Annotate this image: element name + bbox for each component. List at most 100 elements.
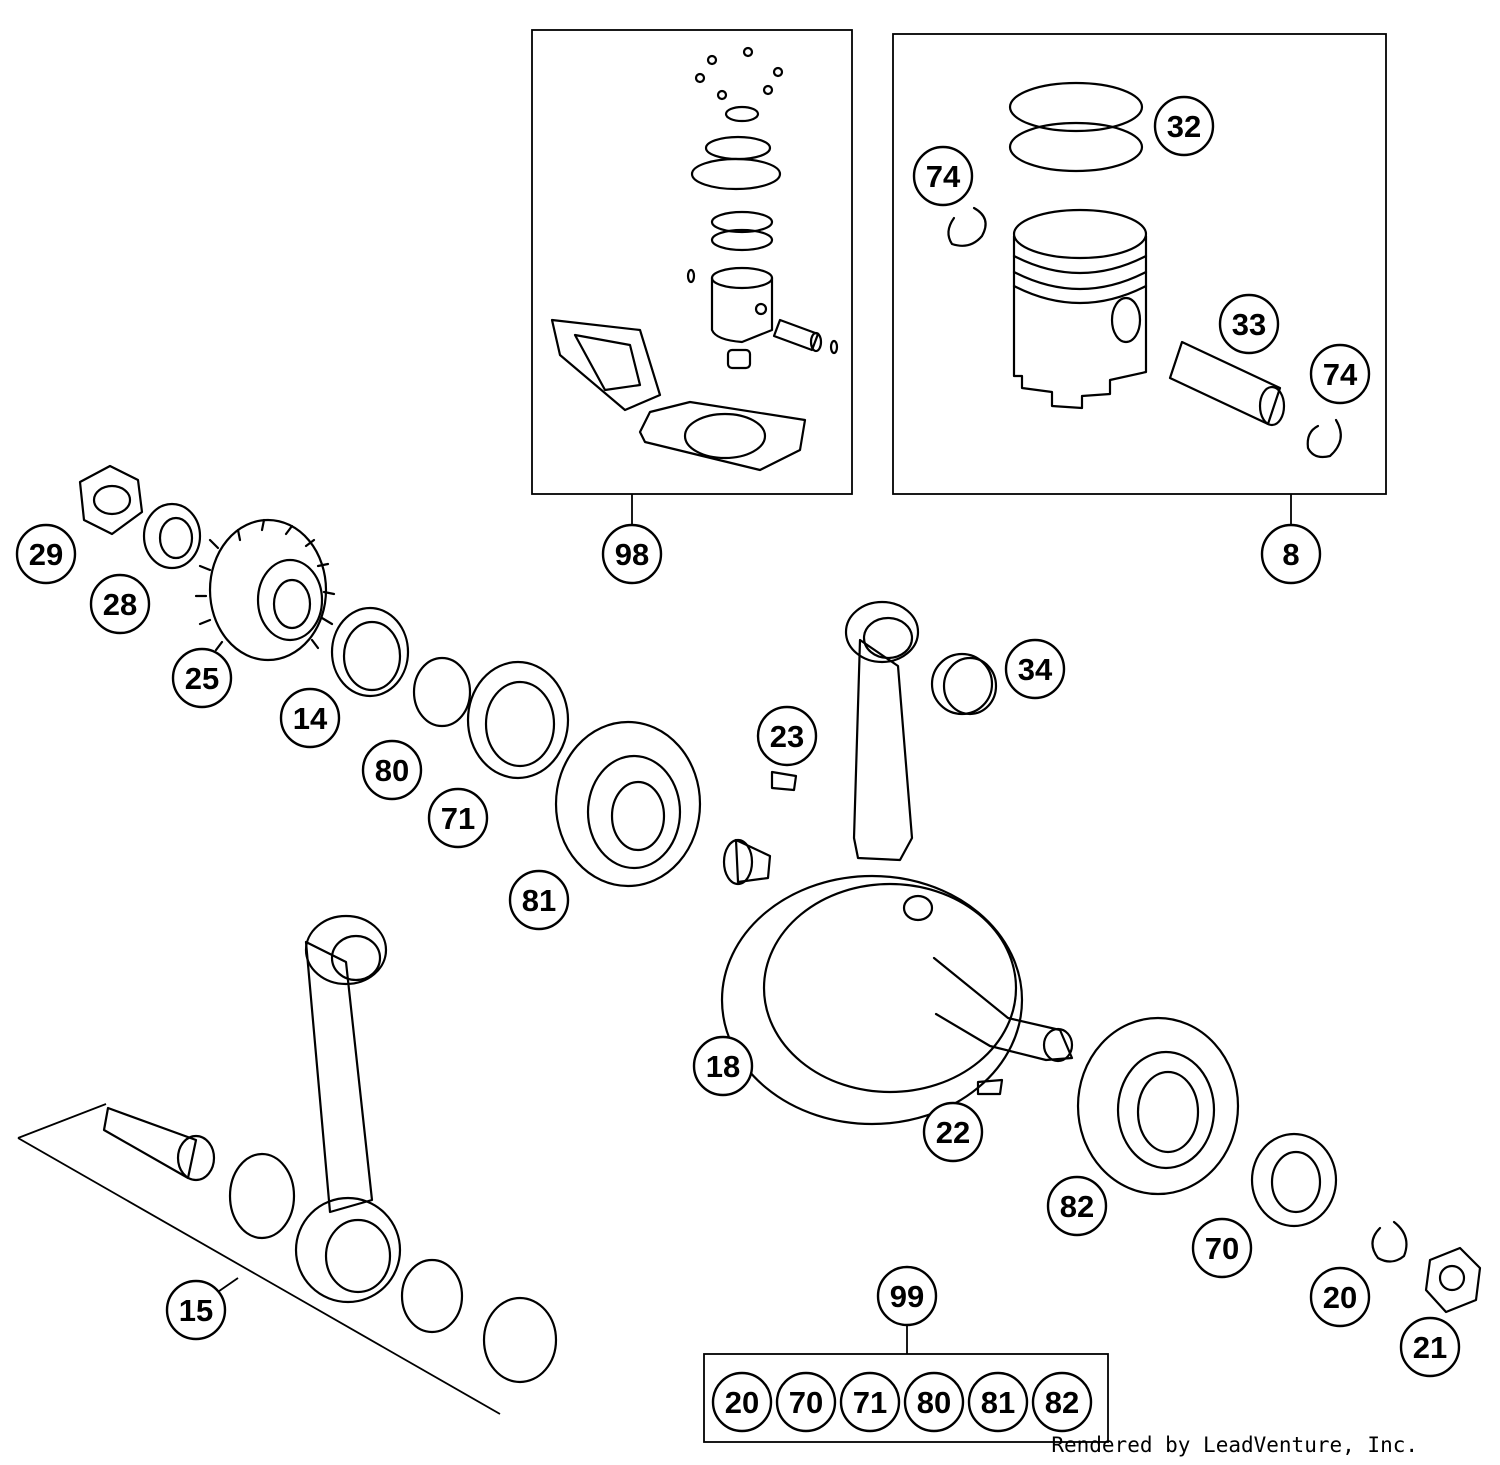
- callout-28[interactable]: 28: [89, 573, 151, 635]
- callout-74a[interactable]: 74: [912, 145, 974, 207]
- callout-label: 98: [615, 537, 649, 572]
- callout-label: 22: [936, 1115, 970, 1150]
- callout-ring: [601, 523, 663, 585]
- callout-ring: [89, 573, 151, 635]
- callout-80[interactable]: 80: [361, 739, 423, 801]
- shaft-seal-71: [466, 660, 570, 780]
- shaft-seal-70: [1250, 1132, 1338, 1228]
- callout-label: 81: [522, 883, 556, 918]
- callout-label: 20: [1323, 1280, 1357, 1315]
- lock-washer-20: [1371, 1220, 1408, 1263]
- conrod-kit-15: [17, 914, 558, 1415]
- callout-ring: [775, 1371, 837, 1433]
- callout-label: 71: [441, 801, 475, 836]
- kit-99-items: 20 70 71 80 81 82: [711, 1371, 1093, 1433]
- callout-21[interactable]: 21: [1399, 1316, 1461, 1378]
- callout-label: 14: [293, 701, 328, 736]
- needle-bearing-34: [930, 652, 998, 716]
- callout-ring: [756, 705, 818, 767]
- crankshaft-assembly: [720, 600, 1074, 1126]
- callout-18[interactable]: 18: [692, 1035, 754, 1097]
- callout-label: 81: [981, 1385, 1015, 1420]
- callout-ring: [1309, 1266, 1371, 1328]
- ball-bearing-81: [554, 720, 702, 888]
- callout-label: 70: [789, 1385, 823, 1420]
- callout-ring: [165, 1279, 227, 1341]
- callout-ring: [1153, 95, 1215, 157]
- kit-99-item-20[interactable]: 20: [711, 1371, 773, 1433]
- callout-ring: [1399, 1316, 1461, 1378]
- callout-label: 23: [770, 719, 804, 754]
- key-22: [976, 1078, 1004, 1096]
- callout-ring: [903, 1371, 965, 1433]
- kit-8-frame: [892, 33, 1387, 495]
- callout-98[interactable]: 98: [601, 523, 663, 585]
- callout-15[interactable]: 15: [165, 1279, 227, 1341]
- callouts: 98 8 32 74 74 33 29 28 25 14 80 71 81 23 34 18 22 82 70 20 2…: [15, 95, 1461, 1378]
- callout-8[interactable]: 8: [1260, 523, 1322, 585]
- callout-label: 15: [179, 1293, 213, 1328]
- callout-ring: [15, 523, 77, 585]
- callout-81[interactable]: 81: [508, 869, 570, 931]
- kit-98-parts: [550, 46, 839, 472]
- seal-ring-14: [330, 606, 410, 698]
- callout-33[interactable]: 33: [1218, 293, 1280, 355]
- callout-ring: [1260, 523, 1322, 585]
- callout-ring: [967, 1371, 1029, 1433]
- callout-ring: [876, 1265, 938, 1327]
- callout-label: 80: [375, 753, 409, 788]
- callout-82[interactable]: 82: [1046, 1175, 1108, 1237]
- callout-32[interactable]: 32: [1153, 95, 1215, 157]
- callout-71[interactable]: 71: [427, 787, 489, 849]
- callout-ring: [508, 869, 570, 931]
- callout-29[interactable]: 29: [15, 523, 77, 585]
- callout-label: 21: [1413, 1330, 1447, 1365]
- kit-99-item-80[interactable]: 80: [903, 1371, 965, 1433]
- crank-nut: [78, 464, 144, 536]
- callout-label: 25: [185, 661, 219, 696]
- primary-gear: [194, 518, 336, 662]
- key-23: [770, 770, 798, 792]
- callout-20[interactable]: 20: [1309, 1266, 1371, 1328]
- callout-14[interactable]: 14: [279, 687, 341, 749]
- callout-label: 70: [1205, 1231, 1239, 1266]
- nut-21: [1424, 1246, 1482, 1314]
- callout-ring: [1004, 638, 1066, 700]
- callout-70[interactable]: 70: [1191, 1217, 1253, 1279]
- callout-label: 80: [917, 1385, 951, 1420]
- callout-label: 82: [1060, 1189, 1094, 1224]
- callout-ring: [1046, 1175, 1108, 1237]
- callout-ring: [279, 687, 341, 749]
- callout-label: 29: [29, 537, 63, 572]
- callout-ring: [1309, 343, 1371, 405]
- callout-ring: [839, 1371, 901, 1433]
- callout-ring: [361, 739, 423, 801]
- callout-label: 18: [706, 1049, 740, 1084]
- callout-label: 34: [1018, 652, 1053, 687]
- callout-label: 74: [926, 159, 961, 194]
- callout-99[interactable]: 99: [876, 1265, 938, 1327]
- callout-22[interactable]: 22: [922, 1101, 984, 1163]
- callout-label: 74: [1323, 357, 1358, 392]
- o-ring-80: [412, 656, 472, 728]
- kit-99-item-70[interactable]: 70: [775, 1371, 837, 1433]
- callout-23[interactable]: 23: [756, 705, 818, 767]
- kit-99-item-81[interactable]: 81: [967, 1371, 1029, 1433]
- callout-ring: [912, 145, 974, 207]
- callout-label: 82: [1045, 1385, 1079, 1420]
- callout-ring: [171, 647, 233, 709]
- kit-8-parts: [947, 81, 1342, 459]
- callout-label: 32: [1167, 109, 1201, 144]
- callout-74b[interactable]: 74: [1309, 343, 1371, 405]
- callout-34[interactable]: 34: [1004, 638, 1066, 700]
- callout-ring: [1031, 1371, 1093, 1433]
- kit-99-frame: [703, 1353, 1109, 1443]
- callout-ring: [692, 1035, 754, 1097]
- callout-25[interactable]: 25: [171, 647, 233, 709]
- callout-label: 28: [103, 587, 137, 622]
- kit-99-item-82[interactable]: 82: [1031, 1371, 1093, 1433]
- callout-label: 20: [725, 1385, 759, 1420]
- kit-99-item-71[interactable]: 71: [839, 1371, 901, 1433]
- callout-label: 71: [853, 1385, 887, 1420]
